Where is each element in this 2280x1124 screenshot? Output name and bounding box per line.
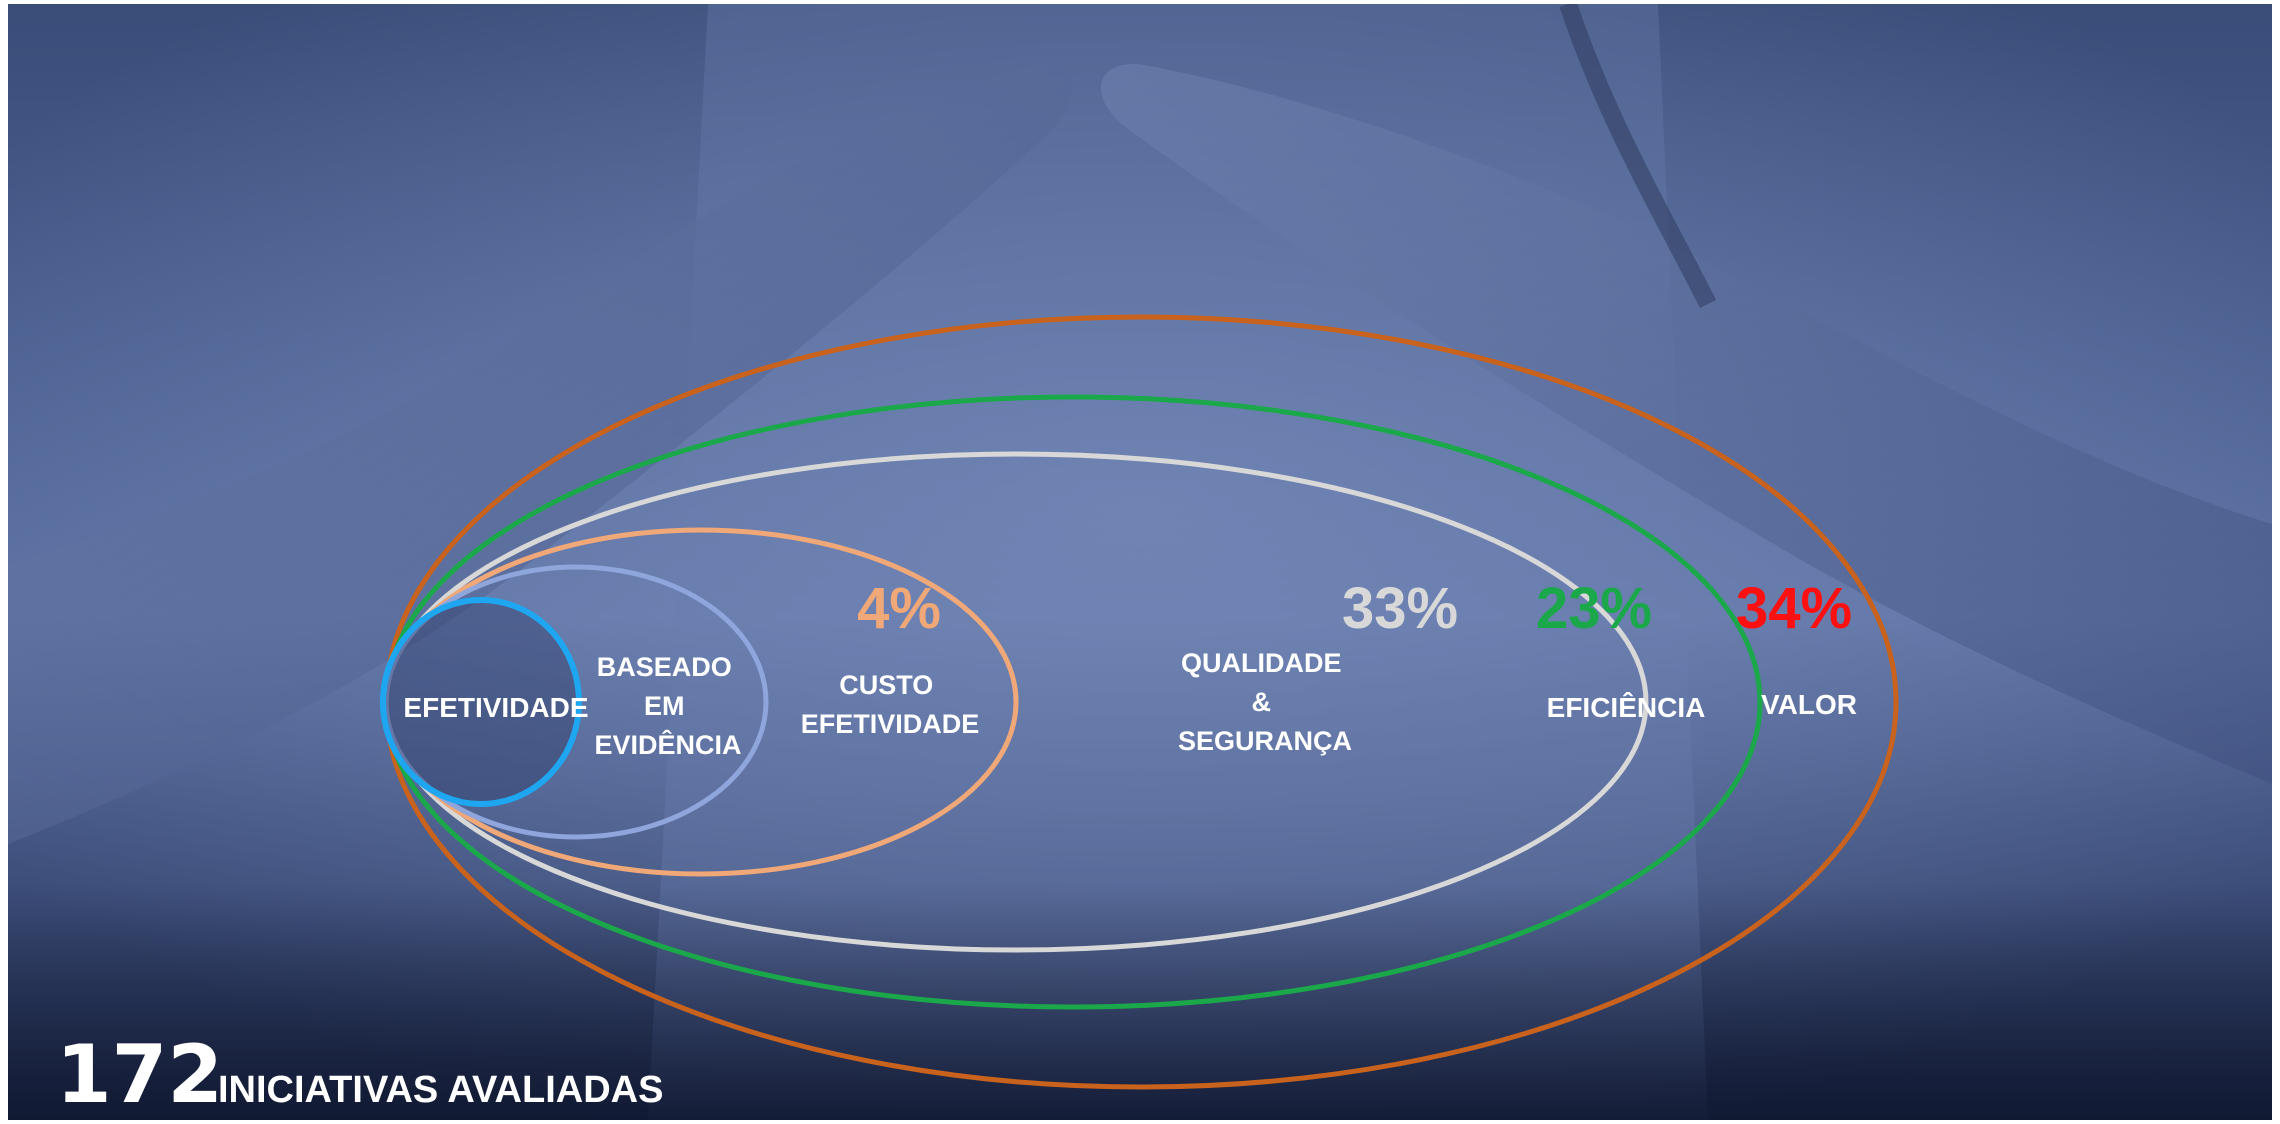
ring-percentages: 4% 33% 23% 34% [857,576,1852,641]
left-hand-shape [8,63,1072,844]
label-custo-line2: EFETIVIDADE [801,709,980,739]
right-hand-shape [1100,63,2272,784]
label-custo-line1: CUSTO [839,670,933,700]
label-qualidade-line2: & [1251,687,1271,717]
label-efetividade: EFETIVIDADE [403,692,588,723]
label-qualidade-line3: SEGURANÇA [1178,726,1352,756]
label-qualidade-seguranca: QUALIDADE & SEGURANÇA [1178,648,1352,756]
label-eficiencia: EFICIÊNCIA [1547,692,1706,723]
ellipse-rings [380,314,1899,1090]
background-photo [8,4,2272,1120]
percent-eficiencia: 23% [1536,576,1652,641]
initiatives-count: 172 [56,1028,223,1120]
ring-labels: EFETIVIDADE BASEADO EM EVIDÊNCIA CUSTO E… [403,648,1857,760]
label-baseado-line1: BASEADO [597,652,732,682]
percent-qualidade-seguranca: 33% [1342,576,1458,641]
label-baseado-line3: EVIDÊNCIA [594,729,741,760]
initiatives-label: INICIATIVAS AVALIADAS [218,1069,663,1111]
percent-valor: 34% [1736,576,1852,641]
label-baseado-line2: EM [644,691,685,721]
label-custo-efetividade: CUSTO EFETIVIDADE [801,670,980,739]
diagram-slide: EFETIVIDADE BASEADO EM EVIDÊNCIA CUSTO E… [8,4,2272,1120]
nested-ellipses-diagram: EFETIVIDADE BASEADO EM EVIDÊNCIA CUSTO E… [8,4,2272,1120]
label-baseado-em-evidencia: BASEADO EM EVIDÊNCIA [594,652,741,760]
label-valor: VALOR [1761,689,1857,720]
label-qualidade-line1: QUALIDADE [1181,648,1342,678]
efetividade-ring [380,597,582,807]
percent-custo-efetividade: 4% [857,576,941,641]
footer-stat: 172 INICIATIVAS AVALIADAS [56,1028,663,1120]
